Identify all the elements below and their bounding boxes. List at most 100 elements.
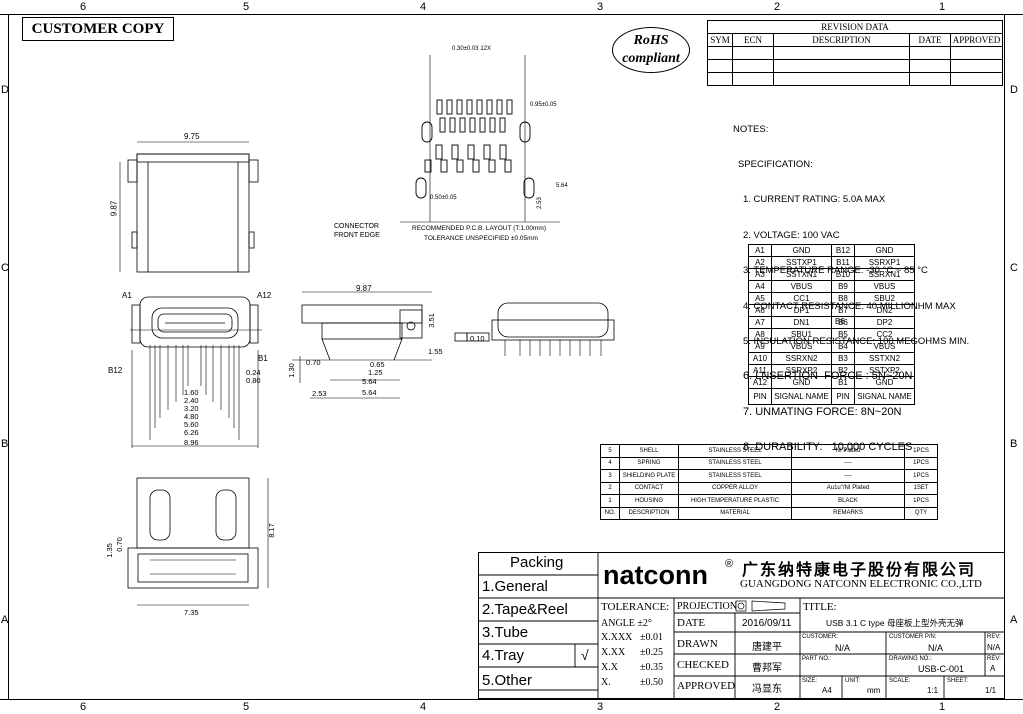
scale-label: SCALE: bbox=[889, 678, 911, 684]
rev-empty-row bbox=[707, 59, 1003, 73]
zone-row-d-right: D bbox=[1010, 84, 1018, 96]
revision-table: REVISION DATA SYM ECN DESCRIPTION DATE A… bbox=[707, 20, 1003, 86]
drawing-no-label: DRAWING NO.: bbox=[889, 656, 932, 662]
dim-label: 3.20 bbox=[184, 404, 199, 413]
dim-label: 1.30 bbox=[286, 363, 296, 378]
dim-label: 8.96 bbox=[184, 438, 199, 447]
size-value: A4 bbox=[822, 686, 832, 695]
registered-mark: ® bbox=[725, 558, 734, 570]
tolerance-value: ±0.50 bbox=[640, 677, 663, 688]
packing-item: 1.General bbox=[482, 578, 548, 595]
dim-label: 1.25 bbox=[368, 368, 383, 377]
dim-label: 9.75 bbox=[184, 132, 200, 141]
dim-label: 3.51 bbox=[426, 313, 436, 328]
approved-value: 冯显东 bbox=[752, 684, 782, 695]
zone-row-a-left: A bbox=[1, 614, 9, 626]
tolerance-format: X.XX bbox=[601, 647, 626, 658]
packing-item: 4.Tray bbox=[482, 647, 524, 664]
zone-col-2: 2 bbox=[774, 1, 781, 13]
dim-label: 5.64 bbox=[362, 388, 377, 397]
tolerance-angle: ANGLE ±2° bbox=[601, 618, 652, 629]
rev-label: REV: bbox=[987, 634, 1001, 640]
zone-row-b-left: B bbox=[1, 438, 9, 450]
dim-label: 2.40 bbox=[184, 396, 199, 405]
rev-empty-row bbox=[707, 46, 1003, 60]
pin-callout-a1: A1 bbox=[122, 291, 132, 300]
pin-callout-b12: B12 bbox=[108, 366, 123, 375]
tolerance-label: TOLERANCE: bbox=[601, 601, 670, 613]
part-no-label: PART NO.: bbox=[802, 656, 832, 662]
packing-item: 5.Other bbox=[482, 672, 533, 689]
drawn-value: 唐建平 bbox=[752, 642, 782, 653]
rohs-line1: RoHS bbox=[633, 33, 669, 48]
dim-label: 2.53 bbox=[312, 389, 327, 398]
packing-item: 2.Tape&Reel bbox=[482, 601, 568, 618]
packing-title: Packing bbox=[510, 554, 564, 571]
dim-label: 0.70 bbox=[306, 358, 321, 367]
pcb-tolerance-label: TOLERANCE UNSPECIFIED ±0.05mm bbox=[424, 235, 538, 242]
pin-footer-signal-b: SIGNAL NAME bbox=[854, 388, 915, 405]
connector-front-edge-label: CONNECTOR FRONT EDGE bbox=[334, 223, 380, 239]
spec-title: SPECIFICATION: bbox=[738, 158, 813, 170]
projection-label: PROJECTION bbox=[677, 601, 738, 612]
zone-col-2-bottom: 2 bbox=[774, 701, 781, 713]
checked-value: 曹邦军 bbox=[752, 663, 782, 674]
pcb-dim-label: 0.30±0.03 12X bbox=[452, 46, 491, 52]
unit-label: UNIT: bbox=[845, 678, 860, 684]
sheet-label: SHEET: bbox=[947, 678, 969, 684]
customer-pn-value: N/A bbox=[928, 643, 944, 653]
bom-cell: QTY bbox=[904, 506, 938, 520]
zone-col-6: 6 bbox=[80, 1, 87, 13]
size-label: SIZE: bbox=[802, 678, 818, 684]
pcb-dim-label: 2.53 bbox=[536, 197, 543, 209]
side-view bbox=[292, 291, 432, 399]
rev-value-1: N/A bbox=[987, 643, 1001, 652]
zone-row-c-right: C bbox=[1010, 262, 1018, 274]
dim-label: 1.35 bbox=[104, 543, 114, 558]
dim-label: 0.24 bbox=[246, 368, 261, 377]
customer-label: CUSTOMER: bbox=[802, 634, 838, 640]
pin-footer-pin-a: PIN bbox=[748, 388, 772, 405]
flatness-label: 0.10 bbox=[470, 334, 485, 343]
tolerance-value: ±0.35 bbox=[640, 662, 663, 673]
spec-item: 2. VOLTAGE: 100 VAC bbox=[743, 229, 840, 241]
dim-label: 5.60 bbox=[184, 420, 199, 429]
scale-value: 1:1 bbox=[927, 686, 939, 695]
customer-value: N/A bbox=[835, 643, 851, 653]
dim-label: 9.87 bbox=[109, 200, 119, 217]
rohs-line2: compliant bbox=[622, 51, 680, 66]
bom-cell: REMARKS bbox=[791, 506, 905, 520]
dim-label: 1.60 bbox=[184, 388, 199, 397]
zone-col-4: 4 bbox=[420, 1, 427, 13]
tolerance-format: X.X bbox=[601, 662, 618, 673]
pcb-layout-label: RECOMMENDED P.C.B. LAYOUT (T:1.00mm) bbox=[412, 225, 546, 232]
sheet-value: 1/1 bbox=[985, 686, 997, 695]
top-view bbox=[119, 141, 259, 273]
tray-check-mark: √ bbox=[581, 647, 589, 663]
rev-label-2: REV: bbox=[987, 656, 1001, 662]
pcb-dim-label: 5.64 bbox=[556, 183, 568, 189]
pin-callout-a12: A12 bbox=[257, 291, 272, 300]
zone-col-5: 5 bbox=[243, 1, 250, 13]
dim-label: 0.80 bbox=[246, 376, 261, 385]
customer-pn-label: CUSTOMER P/N: bbox=[889, 634, 937, 640]
dim-label: 5.64 bbox=[362, 377, 377, 386]
zone-col-1-bottom: 1 bbox=[939, 701, 946, 713]
company-name-cn: 广东纳特康电子股份有限公司 bbox=[742, 562, 977, 579]
dim-label: 6.26 bbox=[184, 428, 199, 437]
bom-cell: MATERIAL bbox=[678, 506, 792, 520]
drawing-frame bbox=[8, 14, 1005, 700]
rear-view bbox=[454, 302, 615, 356]
zone-row-c-left: C bbox=[1, 262, 9, 274]
spec-item: 7. UNMATING FORCE: 8N~20N bbox=[743, 405, 902, 418]
bottom-view bbox=[127, 477, 269, 606]
zone-col-3-bottom: 3 bbox=[597, 701, 604, 713]
